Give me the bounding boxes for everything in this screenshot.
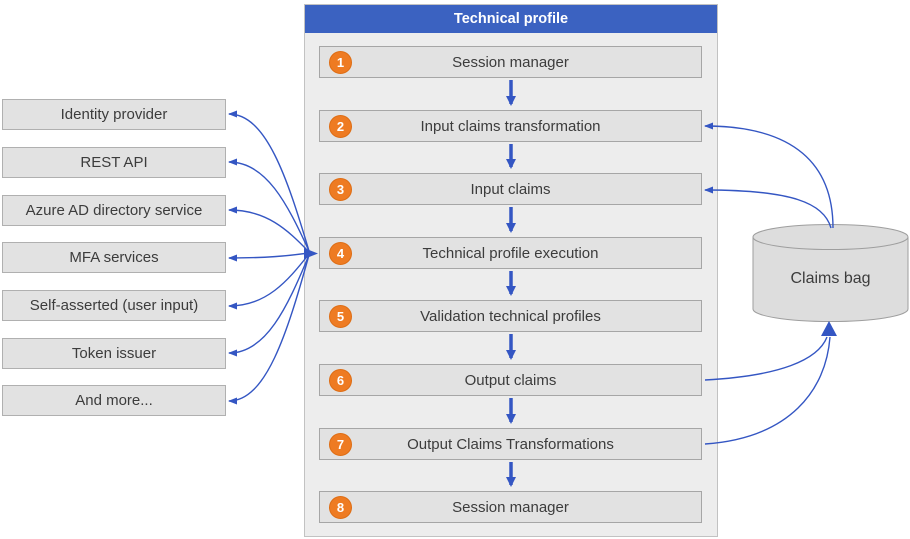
- step-box-input-claims-transformation: 2 Input claims transformation: [319, 110, 702, 142]
- source-label: And more...: [75, 392, 153, 409]
- source-label: Azure AD directory service: [25, 202, 203, 219]
- source-label: Token issuer: [71, 345, 157, 362]
- claims-bag-label: Claims bag: [790, 270, 871, 287]
- source-box-rest-api: REST API: [2, 147, 226, 178]
- step-number-badge: 4: [329, 242, 352, 265]
- step-box-output-claims-transformations: 7 Output Claims Transformations: [319, 428, 702, 460]
- source-box-mfa-services: MFA services: [2, 242, 226, 273]
- source-box-and-more: And more...: [2, 385, 226, 416]
- source-label: MFA services: [69, 249, 159, 266]
- step-box-output-claims: 6 Output claims: [319, 364, 702, 396]
- step-label: Input claims transformation: [420, 117, 601, 135]
- arrow-to-identity-provider: [228, 110, 310, 252]
- step-label: Technical profile execution: [422, 244, 599, 262]
- arrow-to-token-issuer: [228, 254, 310, 357]
- step-label: Session manager: [452, 53, 569, 71]
- arrow-to-rest-api: [228, 158, 310, 252]
- claims-bag-bottom-arrowhead: [821, 321, 837, 336]
- source-box-token-issuer: Token issuer: [2, 338, 226, 369]
- source-label: Self-asserted (user input): [29, 297, 199, 314]
- step-number-badge: 8: [329, 496, 352, 519]
- step-number-badge: 5: [329, 305, 352, 328]
- source-label: Identity provider: [60, 106, 168, 123]
- panel-header: Technical profile: [305, 5, 717, 33]
- source-label: REST API: [80, 154, 148, 171]
- arrow-output-claims-to-claims-bag: [704, 336, 828, 381]
- panel-title: Technical profile: [453, 11, 569, 27]
- step-box-session-manager-1: 1 Session manager: [319, 46, 702, 78]
- step-number-badge: 6: [329, 369, 352, 392]
- source-box-azure-ad-directory-service: Azure AD directory service: [2, 195, 226, 226]
- step-label: Output Claims Transformations: [407, 435, 614, 453]
- arrow-to-mfa-services: [228, 252, 310, 262]
- step-number-badge: 3: [329, 178, 352, 201]
- step-box-validation-technical-profiles: 5 Validation technical profiles: [319, 300, 702, 332]
- arrow-to-azure-ad-directory-service: [228, 206, 310, 253]
- step-number-badge: 7: [329, 433, 352, 456]
- arrow-to-and-more: [228, 254, 310, 405]
- step-label: Output claims: [464, 371, 557, 389]
- step-number-badge: 2: [329, 115, 352, 138]
- step-number-badge: 1: [329, 51, 352, 74]
- source-box-identity-provider: Identity provider: [2, 99, 226, 130]
- arrow-output-claims-transformations-to-claims-bag: [704, 336, 831, 445]
- step-label: Validation technical profiles: [420, 307, 601, 325]
- arrow-to-self-asserted: [228, 253, 310, 310]
- source-box-self-asserted: Self-asserted (user input): [2, 290, 226, 321]
- step-label: Session manager: [452, 498, 569, 516]
- step-label: Input claims: [470, 180, 551, 198]
- step-box-session-manager-8: 8 Session manager: [319, 491, 702, 523]
- step-box-input-claims: 3 Input claims: [319, 173, 702, 205]
- step-box-technical-profile-execution: 4 Technical profile execution: [319, 237, 702, 269]
- arrow-claims-bag-to-input-claims: [704, 186, 832, 229]
- arrow-claims-bag-to-input-claims-transformation: [704, 122, 834, 229]
